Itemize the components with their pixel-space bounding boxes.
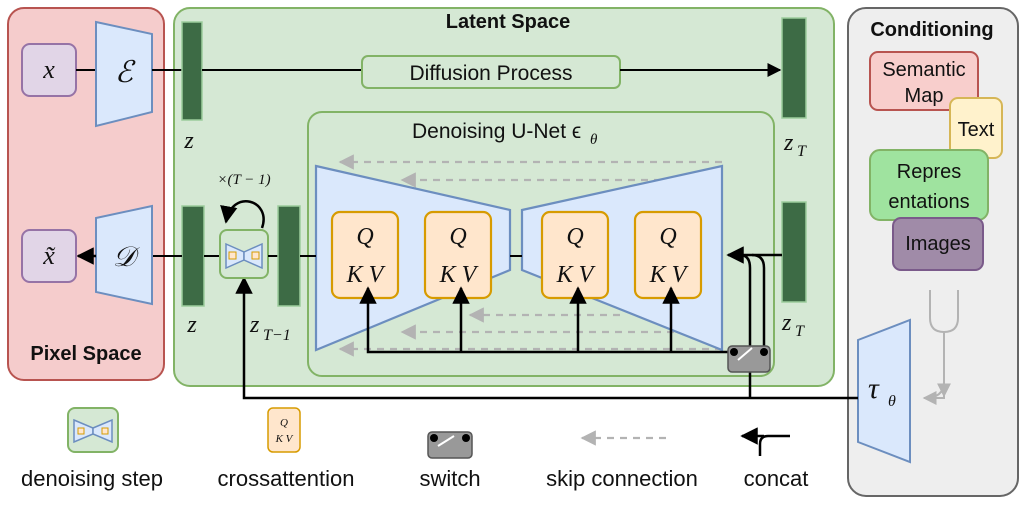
x-input-box: x (21, 43, 77, 97)
legend-switch-icon (427, 431, 473, 459)
crossattention-block: Q K V (330, 210, 400, 300)
latent-space-label: Latent Space (446, 11, 570, 33)
zT-latent-bar-bottom (781, 201, 807, 303)
crossattention-block: Q K V (423, 210, 493, 300)
svg-text:Repres: Repres (897, 161, 961, 183)
legend-crossattention: crossattention (218, 466, 355, 491)
denoising-step-block (219, 229, 269, 279)
decoder-block: 𝒟 (95, 204, 153, 306)
zT-latent-bar-top (781, 17, 807, 119)
crossattention-block: Q K V (540, 210, 610, 300)
pixel-space-label: Pixel Space (30, 343, 141, 365)
svg-text:T: T (795, 323, 805, 340)
svg-text:T−1: T−1 (263, 327, 291, 344)
svg-text:Q: Q (356, 224, 373, 250)
representations-card: Repres entations (869, 149, 989, 221)
svg-text:Text: Text (958, 119, 995, 141)
repeat-loop-arrow (220, 200, 265, 229)
conditioning-to-tau-arrow (922, 391, 945, 405)
tau-theta-encoder: τ θ (857, 318, 911, 464)
svg-text:z: z (249, 312, 260, 338)
zT1-latent-bar (277, 205, 301, 307)
legend-denoising-step-icon (67, 407, 119, 453)
svg-text:θ: θ (888, 393, 896, 410)
svg-text:K V: K V (556, 262, 596, 288)
svg-text:Map: Map (905, 85, 944, 107)
svg-text:entations: entations (888, 191, 969, 213)
svg-text:K V: K V (275, 433, 294, 445)
repeat-label: ×(T − 1) (217, 172, 270, 188)
svg-text:Semantic: Semantic (882, 59, 965, 81)
tau-output-line (235, 276, 858, 400)
svg-text:Diffusion Process: Diffusion Process (409, 62, 572, 85)
z-label: z (183, 128, 194, 154)
svg-text:Q: Q (566, 224, 583, 250)
images-card: Images (892, 217, 984, 271)
skip-connections (338, 154, 722, 357)
switch (727, 345, 771, 373)
svg-text:ℰ: ℰ (115, 56, 136, 89)
svg-text:Q: Q (659, 224, 676, 250)
svg-text:K V: K V (439, 262, 479, 288)
svg-text:x: x (42, 55, 55, 84)
legend-concat: concat (744, 466, 809, 491)
svg-text:Images: Images (905, 233, 971, 255)
legend-skip-connection: skip connection (546, 466, 698, 491)
svg-text:x̃: x̃ (42, 241, 56, 270)
legend-concat-icon (758, 434, 790, 456)
svg-text:z: z (186, 312, 197, 338)
semantic-map-card: Semantic Map (869, 51, 979, 111)
svg-text:z: z (783, 130, 794, 156)
text-card: Text (949, 97, 1003, 159)
unet-title: Denoising U-Net ϵ (412, 120, 581, 143)
z-latent-bar-bottom (181, 205, 205, 307)
svg-text:T: T (797, 143, 807, 160)
diffusion-process-box: Diffusion Process (361, 55, 621, 89)
zT1-label: z T−1 (249, 312, 291, 344)
svg-text:τ: τ (868, 372, 880, 405)
z-latent-bar (181, 21, 203, 121)
svg-text:Q: Q (449, 224, 466, 250)
legend: denoising step Q K V crossattention swit… (21, 407, 809, 491)
legend-crossattention-icon: Q K V (267, 407, 301, 453)
svg-text:Q: Q (280, 417, 288, 429)
svg-text:θ: θ (590, 132, 598, 148)
encoder-block: ℰ (95, 20, 153, 128)
legend-denoising-step: denoising step (21, 466, 163, 491)
conditioning-bus (359, 286, 734, 354)
zT-label-bottom: z T (781, 310, 805, 340)
conditioning-label: Conditioning (870, 19, 993, 41)
crossattention-block: Q K V (633, 210, 703, 300)
svg-text:z: z (781, 310, 792, 336)
legend-switch: switch (419, 466, 480, 491)
x-tilde-output-box: x̃ (21, 229, 77, 283)
zT-label-top: z T (783, 130, 807, 160)
svg-text:K V: K V (346, 262, 386, 288)
svg-text:K V: K V (649, 262, 689, 288)
